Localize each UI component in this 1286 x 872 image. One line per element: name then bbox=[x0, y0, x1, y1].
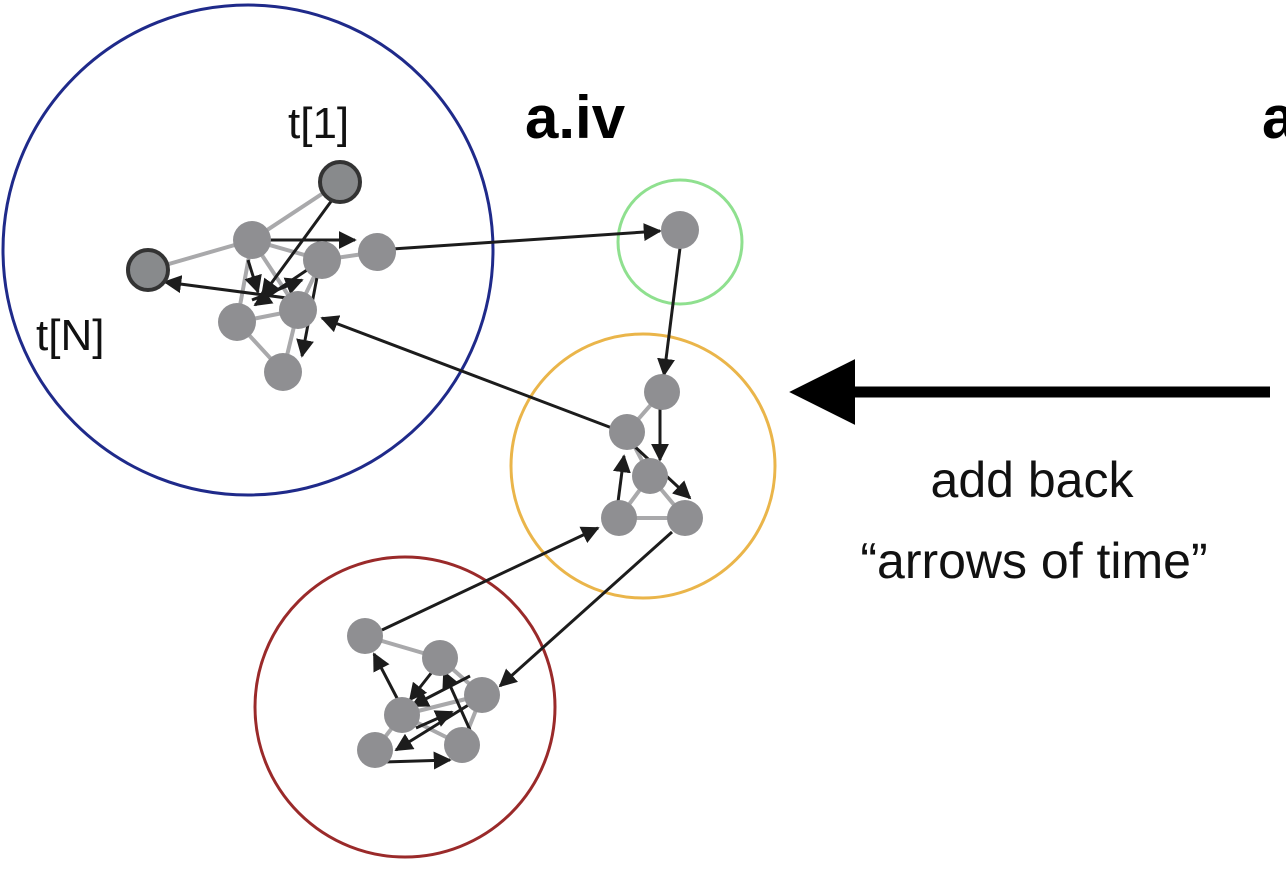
node bbox=[384, 697, 420, 733]
node bbox=[644, 374, 680, 410]
node bbox=[357, 732, 393, 768]
node bbox=[601, 500, 637, 536]
caption-line-1: add back bbox=[931, 452, 1135, 508]
cluster-circle-blue bbox=[1, 3, 495, 497]
node bbox=[264, 353, 302, 391]
node bbox=[667, 500, 703, 536]
node bbox=[233, 221, 271, 259]
trajectory-arrows bbox=[163, 195, 692, 770]
start-time-label: t[1] bbox=[288, 99, 349, 148]
node bbox=[422, 640, 458, 676]
node bbox=[303, 241, 341, 279]
node bbox=[444, 727, 480, 763]
node bbox=[609, 414, 645, 450]
nodes-orange-cluster bbox=[601, 374, 703, 536]
edges-blue-cluster bbox=[147, 180, 378, 374]
cluster-circle-green bbox=[616, 178, 744, 306]
node-start bbox=[318, 160, 362, 204]
node-end bbox=[126, 248, 170, 292]
nodes-blue-cluster bbox=[126, 160, 396, 391]
node bbox=[218, 303, 256, 341]
nodes-red-cluster bbox=[347, 618, 500, 768]
node bbox=[632, 458, 668, 494]
caption-line-2: “arrows of time” bbox=[860, 533, 1207, 589]
cluster-circle-red bbox=[253, 555, 557, 859]
end-time-label: t[N] bbox=[36, 311, 104, 360]
edges-orange-cluster bbox=[617, 390, 687, 520]
node bbox=[358, 233, 396, 271]
cluster-circle-orange bbox=[509, 332, 777, 600]
node bbox=[464, 677, 500, 713]
node-green-cluster bbox=[661, 211, 699, 249]
panel-label-current: a.iv bbox=[525, 84, 626, 151]
node bbox=[279, 291, 317, 329]
node bbox=[347, 618, 383, 654]
panel-label-next: a bbox=[1262, 84, 1286, 151]
